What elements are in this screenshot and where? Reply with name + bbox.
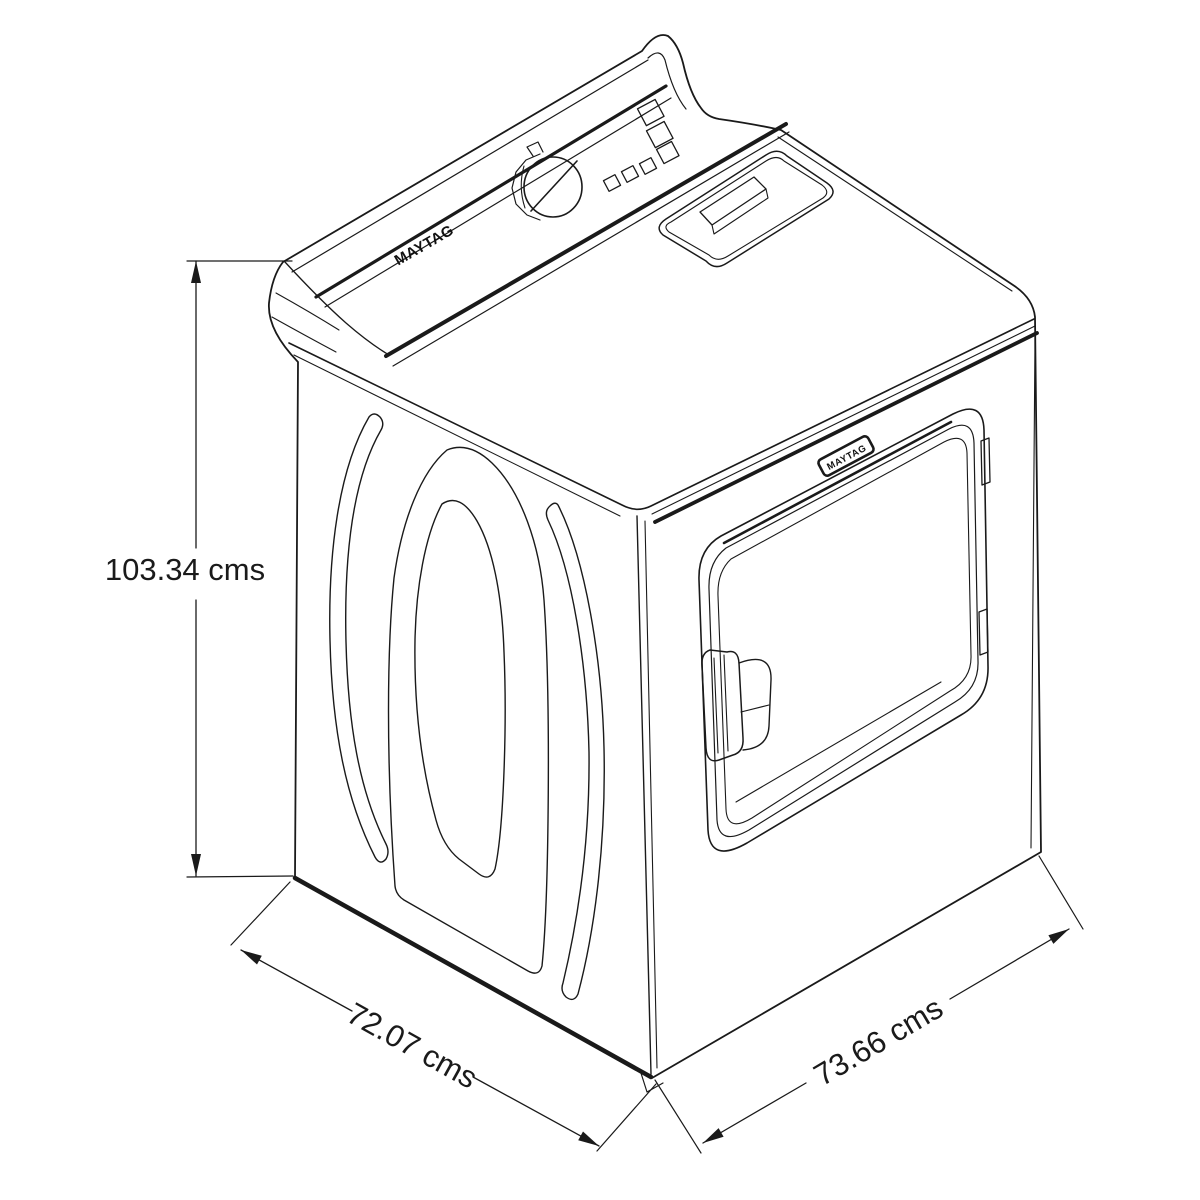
top-surface xyxy=(288,150,1039,524)
depth-ext-line-left xyxy=(230,881,291,946)
dial-pointer xyxy=(530,160,578,212)
lint-door-handle-depth xyxy=(711,188,769,235)
dryer-door: MAYTAG xyxy=(698,408,991,852)
front-corner-foot xyxy=(639,1069,664,1093)
side-emboss-center-lens xyxy=(414,499,506,878)
dial-top-tab xyxy=(526,141,544,157)
door-hinge-bottom xyxy=(978,608,989,656)
width-ext-line-left xyxy=(654,1079,702,1154)
side-bottom-edge xyxy=(292,875,654,1080)
console-back-edge-inner xyxy=(291,59,649,273)
console-left-endcap-curve xyxy=(284,261,390,356)
dial-knob xyxy=(523,156,583,218)
height-arrow-down xyxy=(191,854,201,876)
lint-door xyxy=(658,150,834,268)
door-badge: MAYTAG xyxy=(817,435,875,477)
console-endcap-contour-2 xyxy=(271,316,337,353)
top-left-edge-inner xyxy=(293,354,621,517)
handle-pocket-line-2 xyxy=(723,654,729,752)
depth-arrow-left xyxy=(241,950,262,965)
height-ext-line-bottom xyxy=(186,875,294,878)
machine-silhouette xyxy=(268,34,1042,1079)
cycle-dial xyxy=(511,141,583,221)
front-top-trim-inner xyxy=(651,325,1036,515)
console-endcap-contour-1 xyxy=(275,292,340,331)
height-dimension: 103.34 cms xyxy=(105,260,294,878)
side-emboss-strip-left xyxy=(329,413,389,863)
top-rear-edge-inner xyxy=(777,136,1013,292)
front-panel: MAYTAG xyxy=(636,408,991,1093)
side-emboss-strip-right xyxy=(545,502,605,1001)
depth-arrow-right xyxy=(578,1131,599,1146)
door-hinge-top xyxy=(980,437,991,486)
handle-grip-midline xyxy=(740,704,770,713)
top-left-edge xyxy=(288,318,1035,511)
dial-depth-arc xyxy=(520,165,526,209)
width-ext-line-right xyxy=(1038,855,1084,930)
right-edge-inner xyxy=(1030,337,1036,849)
button-4 xyxy=(638,157,658,175)
depth-ext-line-right xyxy=(596,1083,657,1152)
lint-door-inner xyxy=(665,156,828,260)
dial-grip-scallops xyxy=(511,153,541,221)
handle-pocket-line-1 xyxy=(713,657,719,754)
height-dimension-label: 103.34 cms xyxy=(105,552,265,587)
width-dimension-label: 73.66 cms xyxy=(808,990,949,1093)
button-3 xyxy=(655,140,680,165)
door-frame-outer xyxy=(698,408,989,852)
width-dimension: 73.66 cms xyxy=(654,855,1084,1154)
front-left-edge xyxy=(636,515,652,1075)
console-right-endcap-curve xyxy=(647,52,687,110)
door-handle xyxy=(701,649,772,762)
door-frame-ring-3 xyxy=(717,437,972,825)
console-panel: MAYTAG xyxy=(271,52,790,367)
button-6 xyxy=(602,174,622,192)
handle-grip-bulge xyxy=(738,658,772,751)
machine-outline xyxy=(268,34,1042,1079)
console-buttons xyxy=(602,98,680,192)
door-top-dark-band xyxy=(722,420,953,545)
width-dimension-label-group: 73.66 cms xyxy=(808,990,949,1093)
depth-dimension-label-group: 72.07 cms xyxy=(341,996,483,1096)
lint-door-outer xyxy=(658,150,834,268)
door-frame-ring-2 xyxy=(708,424,979,838)
lint-door-handle-recess xyxy=(699,176,767,226)
console-bottom-trim xyxy=(384,122,788,358)
console-bottom-trim-inner xyxy=(392,131,790,367)
console-top-trim-inner xyxy=(324,97,672,308)
door-inner-panel-line xyxy=(735,681,942,803)
side-emboss-center-outer xyxy=(387,446,550,974)
button-5 xyxy=(620,165,640,183)
console-top-trim xyxy=(314,84,668,299)
button-2 xyxy=(645,120,674,149)
door-badge-border xyxy=(817,435,875,477)
height-arrow-up xyxy=(191,261,201,283)
side-panel xyxy=(292,413,654,1080)
depth-dimension-label: 72.07 cms xyxy=(341,996,483,1096)
width-arrow-right xyxy=(1048,929,1069,944)
width-arrow-left xyxy=(703,1128,724,1143)
front-left-edge-inner xyxy=(644,520,658,1069)
depth-dim-line xyxy=(240,949,600,1147)
button-1 xyxy=(636,98,665,127)
front-top-trim xyxy=(653,331,1039,524)
handle-pocket xyxy=(701,649,744,762)
